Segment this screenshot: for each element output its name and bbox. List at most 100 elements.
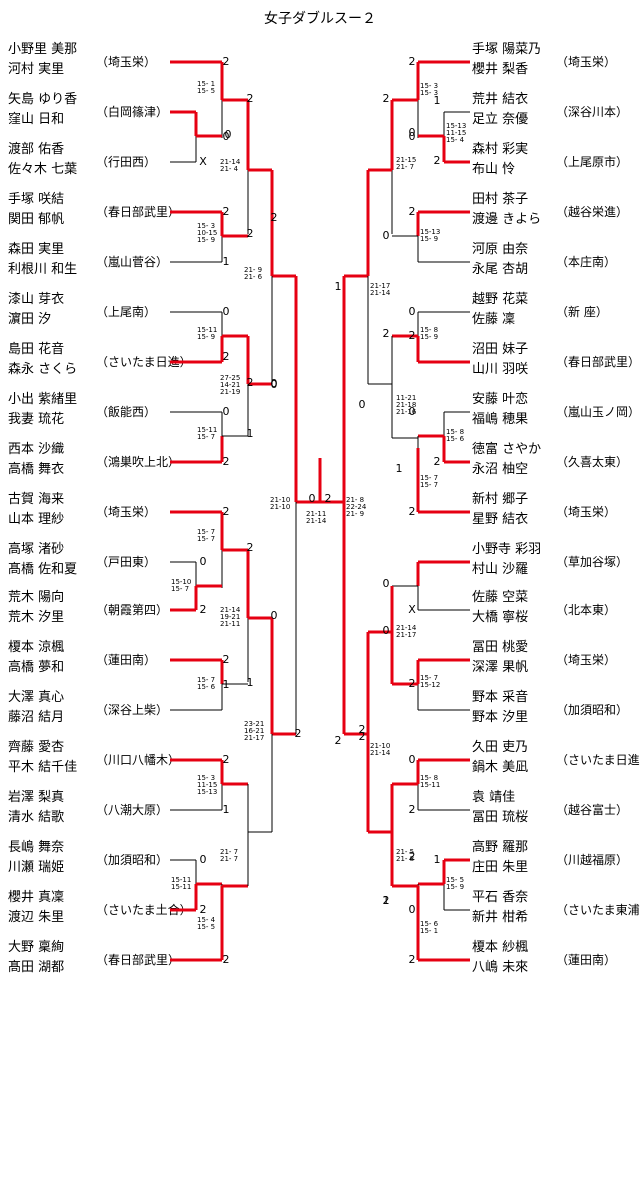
set-score: 15- 6 <box>420 920 439 928</box>
match-result: 0 <box>409 126 416 139</box>
player-pair: 岩澤 梨真清水 結歌 <box>8 788 64 828</box>
set-score: 15-11 <box>171 876 191 884</box>
set-score: 15- 7 <box>420 474 438 482</box>
school-name: （行田西） <box>96 155 157 169</box>
player-name: 利根川 和生 <box>8 262 78 277</box>
match-result: 2 <box>409 329 416 342</box>
school-name: （春日部武里） <box>556 355 640 369</box>
school-name: （上尾原市） <box>556 155 629 169</box>
final-result: 0 <box>309 492 316 505</box>
player-pair: 久田 吏乃鍋木 美凪 <box>472 738 528 778</box>
set-score: 15-11 <box>171 883 191 891</box>
set-score: 21- 6 <box>244 273 263 281</box>
school-name: （蓮田南） <box>96 653 157 667</box>
match-result: 2 <box>247 541 254 554</box>
match-result: 2 <box>223 753 230 766</box>
player-name: 田村 茶子 <box>472 192 529 207</box>
set-score: 15- 9 <box>420 333 438 341</box>
set-score: 15- 8 <box>420 774 438 782</box>
set-score: 21-14 <box>220 606 241 614</box>
school-name: （八潮大原） <box>96 803 169 817</box>
player-name: 高橋 夢和 <box>8 660 65 675</box>
set-score: 21-19 <box>220 388 240 396</box>
set-score: 11-21 <box>396 394 416 402</box>
school-name: （朝霞第四） <box>96 603 169 617</box>
match-result: 1 <box>434 853 441 866</box>
player-name: 清水 結歌 <box>8 810 65 825</box>
school-name: （越谷栄進） <box>556 205 629 219</box>
player-name: 岩澤 梨真 <box>8 790 65 805</box>
school-name: （埼玉栄） <box>556 505 617 519</box>
match-result: 2 <box>383 92 390 105</box>
set-score: 15-10 <box>171 578 191 586</box>
match-result: 1 <box>396 462 403 475</box>
player-name: 櫻井 真凜 <box>8 890 65 905</box>
match-result: 2 <box>223 55 230 68</box>
match-result: 0 <box>271 377 278 390</box>
set-score: 21-14 <box>370 289 391 297</box>
school-name: （上尾南） <box>96 305 157 319</box>
player-pair: 小野里 美那河村 実里 <box>8 40 77 80</box>
player-name: 窪山 日和 <box>8 112 65 127</box>
player-pair: 渡部 佑香佐々木 七葉 <box>8 140 77 180</box>
player-name: 藤沼 結月 <box>8 710 65 725</box>
match-result: 1 <box>247 676 254 689</box>
school-name: （加須昭和） <box>556 703 629 717</box>
player-name: 永尾 杏胡 <box>472 262 529 277</box>
match-result: 2 <box>409 803 416 816</box>
match-result: 0 <box>383 229 390 242</box>
set-score: 15- 9 <box>197 236 215 244</box>
match-result: 0 <box>409 305 416 318</box>
player-pair: 手塚 陽菜乃櫻井 梨香 <box>472 40 541 80</box>
player-pair: 袁 靖佳冨田 琉桜 <box>472 788 528 828</box>
player-name: 高橋 舞衣 <box>8 462 65 477</box>
set-score: 21-15 <box>396 156 416 164</box>
set-score: 21-10 <box>270 503 290 511</box>
player-name: 村山 沙羅 <box>472 562 529 577</box>
match-result: 2 <box>223 953 230 966</box>
match-result: 2 <box>200 603 207 616</box>
match-result: 2 <box>335 734 342 747</box>
player-pair: 島田 花音森永 さくら <box>8 340 77 380</box>
player-name: 布山 怜 <box>472 162 516 177</box>
set-score: 21- 7 <box>220 855 238 863</box>
set-score: 15- 4 <box>446 136 465 144</box>
player-pair: 安藤 叶恋福嶋 穂果 <box>472 390 528 430</box>
school-name: （深谷上柴） <box>96 703 169 717</box>
set-score: 11-15 <box>197 781 217 789</box>
school-name: （さいたま日進） <box>556 753 640 767</box>
match-result: 1 <box>223 255 230 268</box>
set-score: 22-24 <box>346 503 367 511</box>
school-name: （埼玉栄） <box>556 55 617 69</box>
player-name: 山本 理紗 <box>8 512 65 527</box>
set-score: 21- 7 <box>396 163 414 171</box>
player-pair: 齊藤 愛杏平木 結千佳 <box>8 738 77 778</box>
match-result: 2 <box>223 653 230 666</box>
player-name: 荒木 陽向 <box>8 590 65 605</box>
match-result: 1 <box>434 94 441 107</box>
set-score: 15- 5 <box>446 876 464 884</box>
set-score: 23-21 <box>244 720 264 728</box>
set-score: 21- 9 <box>244 266 262 274</box>
set-score: 15-11 <box>420 781 440 789</box>
set-score: 15- 7 <box>171 585 189 593</box>
set-score: 15-12 <box>420 681 440 689</box>
player-pair: 大澤 真心藤沼 結月 <box>8 688 64 728</box>
set-score: 15- 4 <box>197 916 216 924</box>
player-name: 手塚 陽菜乃 <box>472 42 542 57</box>
player-name: 袁 靖佳 <box>472 790 516 805</box>
player-name: 荒井 結衣 <box>472 92 529 107</box>
set-score: 21-14 <box>396 624 417 632</box>
match-result: 2 <box>434 154 441 167</box>
player-name: 大澤 真心 <box>8 690 65 705</box>
player-name: 髙田 湖都 <box>8 960 65 975</box>
set-score: 15- 1 <box>197 80 215 88</box>
player-name: 八嶋 未來 <box>472 960 529 975</box>
set-score: 21-18 <box>396 401 416 409</box>
match-result: 2 <box>223 350 230 363</box>
school-name: （北本東） <box>556 603 617 617</box>
match-result: 2 <box>409 505 416 518</box>
school-name: （春日部武里） <box>96 953 181 967</box>
player-name: 榎本 紗楓 <box>472 940 529 955</box>
school-name: （新 座） <box>556 305 608 319</box>
